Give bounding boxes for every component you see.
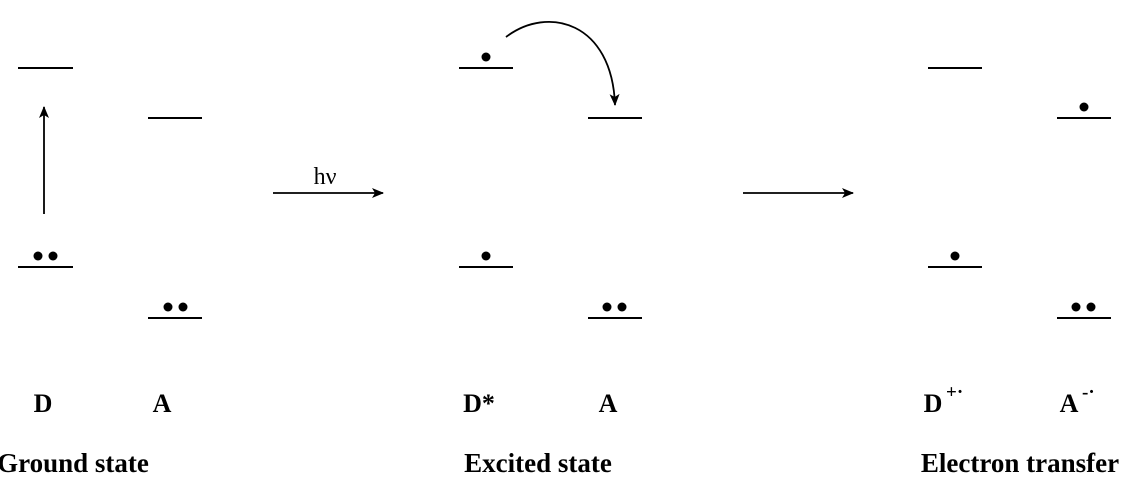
acceptor-charge-superscript: -· <box>1082 382 1095 403</box>
panel-excited-state: D* A Excited state <box>459 21 642 478</box>
electron-dot <box>1086 302 1096 312</box>
acceptor-label: A <box>153 389 172 418</box>
donor-label: D* <box>463 389 495 418</box>
electron-dot <box>1071 302 1081 312</box>
electron-dot <box>1079 102 1089 112</box>
acceptor-label: A <box>599 389 618 418</box>
electron-dot <box>48 251 58 261</box>
electron-dot <box>33 251 43 261</box>
donor-label: D <box>34 389 53 418</box>
panel-title: Electron transfer <box>921 448 1119 478</box>
panel-ground-state: D A Ground state <box>0 67 202 478</box>
electron-dot <box>163 302 173 312</box>
panel-title: Excited state <box>464 448 612 478</box>
electron-dot <box>481 52 491 62</box>
electron-dot <box>950 251 960 261</box>
photon-absorption-arrow: hν <box>273 164 384 198</box>
panel-title: Ground state <box>0 448 149 478</box>
panel-electron-transfer: D +· A -· Electron transfer <box>921 67 1119 478</box>
electron-dot <box>481 251 491 261</box>
electron-dot <box>178 302 188 312</box>
acceptor-label: A <box>1060 389 1079 418</box>
electron-transfer-curved-arrow <box>505 21 620 106</box>
donor-charge-superscript: +· <box>946 382 963 403</box>
electron-dot <box>602 302 612 312</box>
electron-dot <box>617 302 627 312</box>
hv-label: hν <box>314 164 337 190</box>
donor-label: D <box>924 389 943 418</box>
